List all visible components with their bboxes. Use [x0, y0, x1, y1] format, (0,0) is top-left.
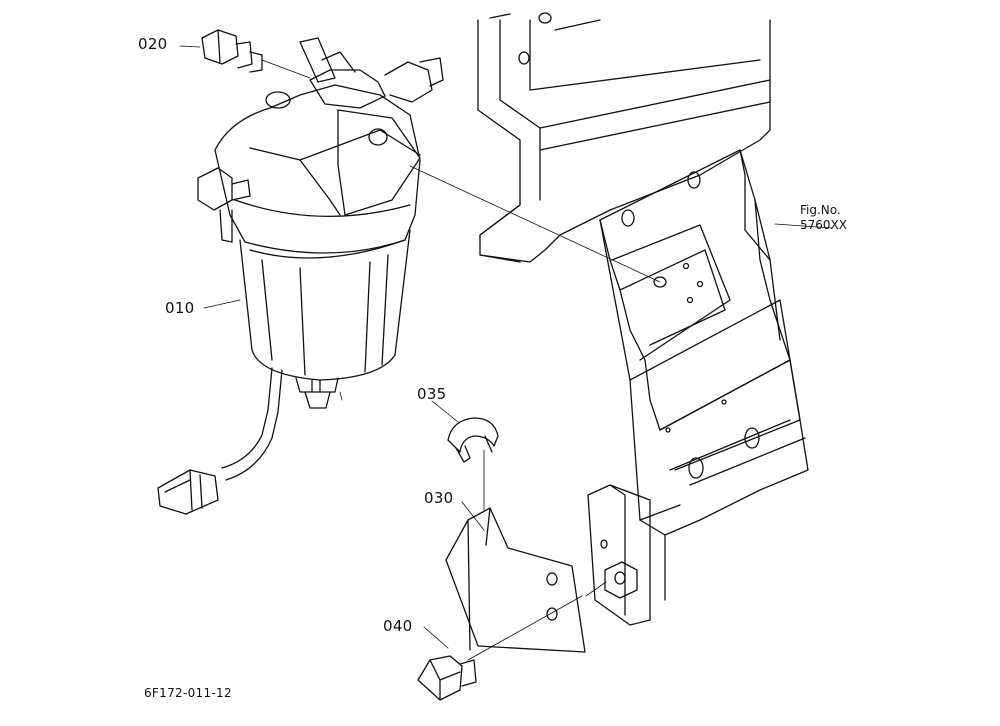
clip-035-drawing	[447, 417, 499, 463]
part-label-010: 010	[165, 299, 195, 317]
figure-reference: Fig.No. 5760XX	[800, 203, 847, 233]
bolt-040-drawing	[417, 655, 477, 701]
figure-ref-line2: 5760XX	[800, 218, 847, 232]
part-label-020: 020	[138, 35, 168, 53]
fuel-filter-drawing	[157, 37, 444, 515]
drawing-code: 6F172-011-12	[144, 686, 232, 700]
fitting-020-drawing	[201, 29, 263, 73]
engine-frame-drawing	[477, 12, 809, 626]
part-label-030: 030	[424, 489, 454, 507]
bracket-030-drawing	[445, 507, 586, 653]
part-label-040: 040	[383, 617, 413, 635]
leader-lines	[179, 45, 833, 661]
part-label-035: 035	[417, 385, 447, 403]
figure-ref-line1: Fig.No.	[800, 203, 841, 217]
